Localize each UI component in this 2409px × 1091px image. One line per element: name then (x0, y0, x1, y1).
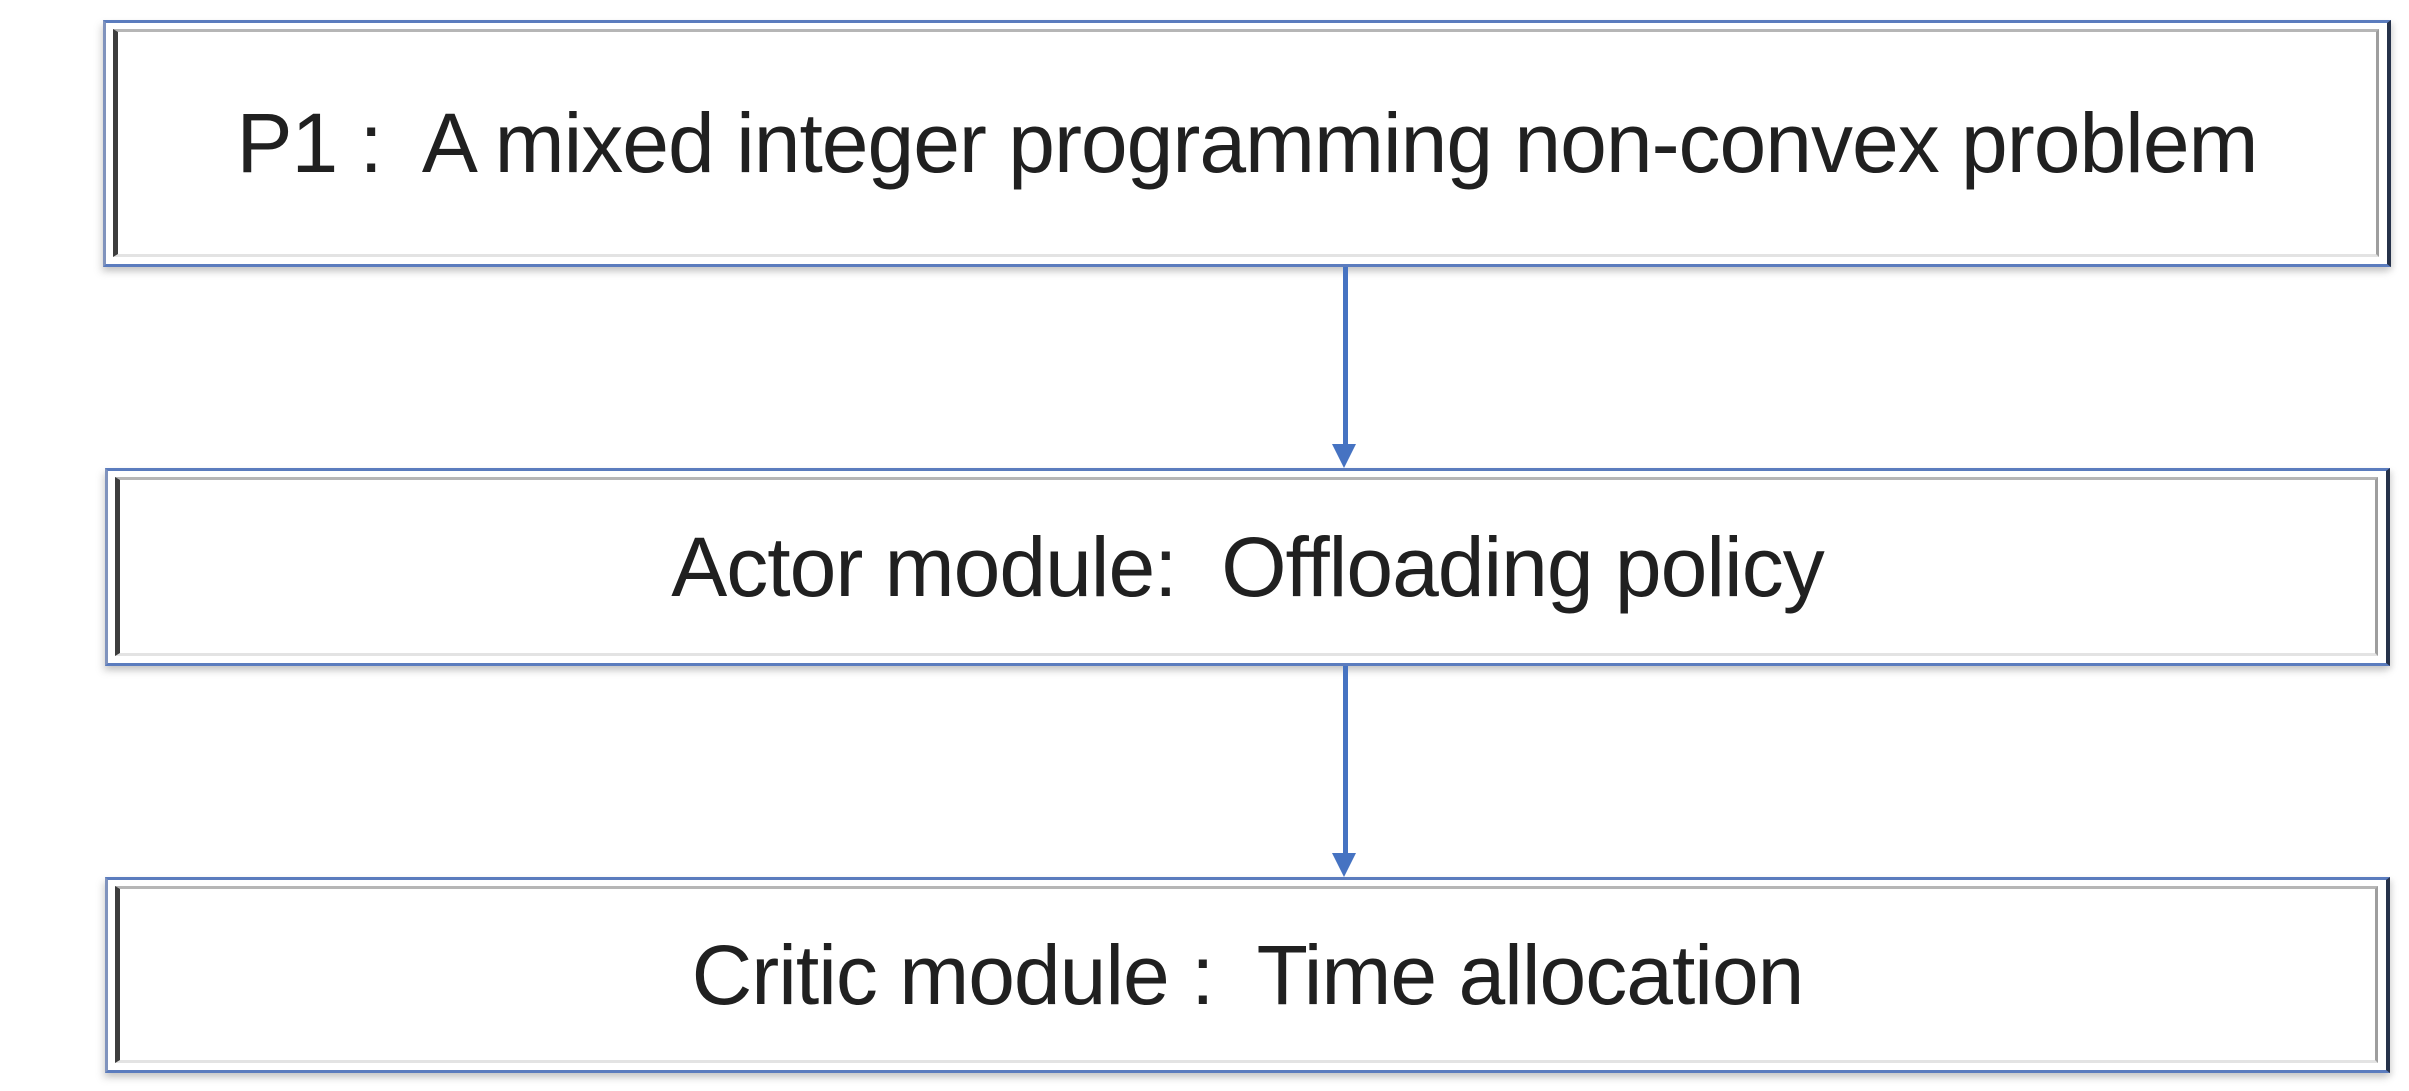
inner-frame: Critic module : Time allocation (115, 886, 2378, 1063)
flow-step-critic-label: Critic module : Time allocation (691, 927, 1805, 1022)
inner-frame: Actor module: Offloading policy (115, 477, 2378, 656)
arrow-shaft (1343, 267, 1348, 448)
arrowhead-down-icon (1332, 853, 1356, 877)
arrow-shaft (1343, 666, 1348, 857)
inner-frame: P1 : A mixed integer programming non-con… (113, 29, 2379, 257)
flow-step-actor-module: Actor module: Offloading policy (105, 468, 2390, 666)
flow-step-p1-label: P1 : A mixed integer programming non-con… (236, 96, 2258, 190)
flow-step-actor-label: Actor module: Offloading policy (671, 519, 1824, 614)
flow-step-p1-problem: P1 : A mixed integer programming non-con… (103, 20, 2391, 267)
flow-step-critic-module: Critic module : Time allocation (105, 877, 2390, 1073)
arrowhead-down-icon (1332, 444, 1356, 468)
